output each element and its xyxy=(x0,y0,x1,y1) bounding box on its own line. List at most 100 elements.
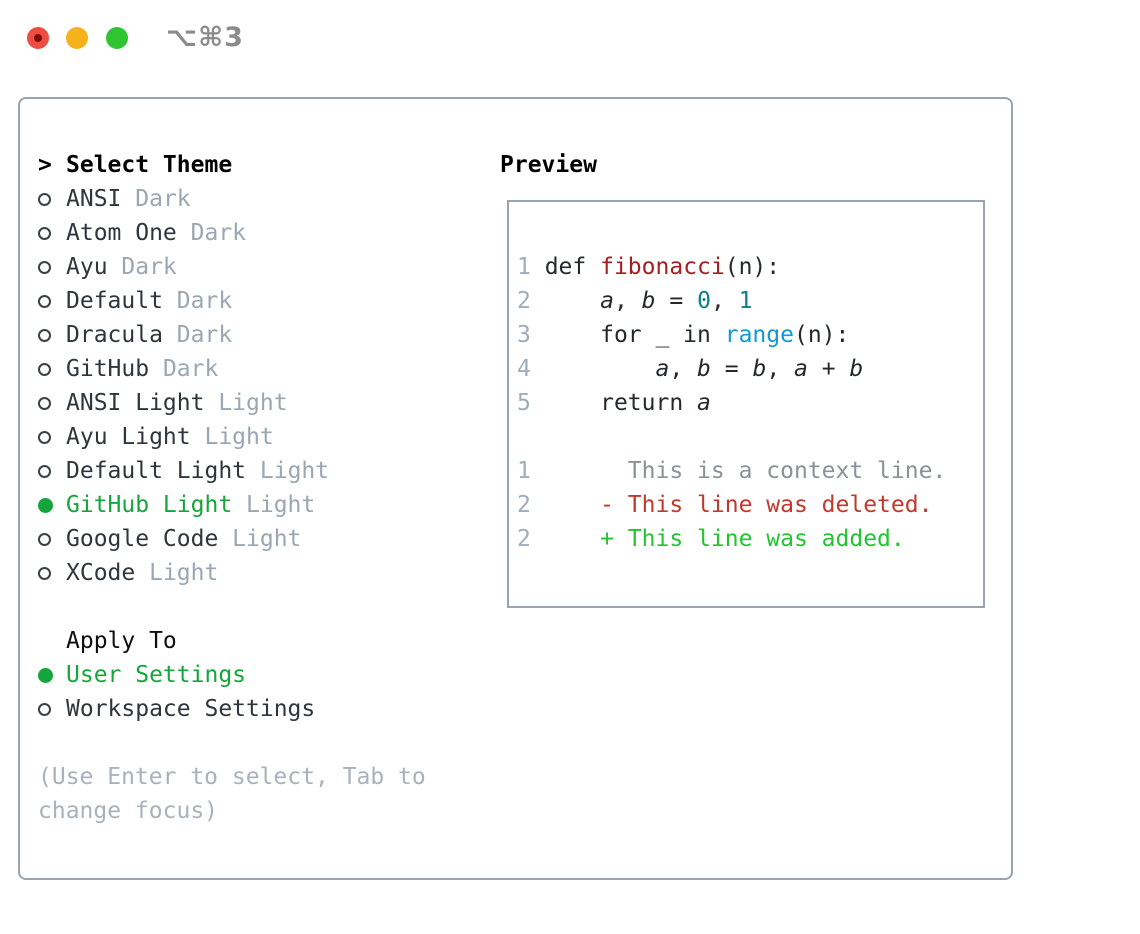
preview-line: 2 + This line was added. xyxy=(517,522,983,556)
theme-option-dracula[interactable]: Dracula Dark xyxy=(38,318,426,352)
theme-option-github-light[interactable]: GitHub Light Light xyxy=(38,488,426,522)
code-token-fg: = xyxy=(710,356,753,382)
help-line-2: change focus) xyxy=(38,798,219,824)
code-token-var: b xyxy=(641,288,656,314)
code-token-builtin: range xyxy=(724,322,794,348)
code-token-context: This is a context line. xyxy=(530,458,947,484)
code-token-fg xyxy=(531,492,600,518)
select-theme-header: > Select Theme xyxy=(38,148,426,182)
theme-option-default[interactable]: Default Dark xyxy=(38,284,426,318)
theme-variant: Dark xyxy=(135,186,191,212)
line-number: 5 xyxy=(517,390,531,416)
theme-option-xcode[interactable]: XCode Light xyxy=(38,556,426,590)
code-token-fg: return xyxy=(530,390,698,416)
theme-variant: Light xyxy=(246,492,316,518)
theme-variant: Light xyxy=(149,560,219,586)
radio-icon xyxy=(38,328,66,342)
radio-icon xyxy=(38,226,66,240)
line-number: 4 xyxy=(517,356,531,382)
preview-blank-line xyxy=(517,420,983,454)
code-token-fg xyxy=(531,356,656,382)
gap xyxy=(38,590,426,624)
theme-option-github[interactable]: GitHub Dark xyxy=(38,352,426,386)
theme-option-default-light[interactable]: Default Light Light xyxy=(38,454,426,488)
theme-variant: Light xyxy=(232,526,302,552)
code-token-fg: = xyxy=(655,288,698,314)
theme-name: Ayu xyxy=(66,254,122,280)
preview-line: 3 for _ in range(n): xyxy=(517,318,983,352)
code-token-var: b xyxy=(849,356,864,382)
preview-line: 5 return a xyxy=(517,386,983,420)
help-line-1: (Use Enter to select, Tab to xyxy=(38,764,426,790)
code-token-var: a xyxy=(655,356,670,382)
theme-variant: Light xyxy=(218,390,288,416)
theme-name: GitHub Light xyxy=(66,492,247,518)
theme-name: ANSI xyxy=(66,186,136,212)
apply-option-user-settings[interactable]: User Settings xyxy=(38,658,426,692)
theme-variant: Light xyxy=(259,458,330,484)
gap xyxy=(38,726,426,760)
preview-line: 4 a, b = b, a + b xyxy=(517,352,983,386)
theme-name: Atom One xyxy=(66,220,191,246)
code-token-num: 1 xyxy=(738,288,753,314)
titlebar: ⌥⌘3 xyxy=(0,0,1140,97)
theme-name: GitHub xyxy=(66,356,163,382)
apply-option-label: Workspace Settings xyxy=(66,696,316,722)
code-token-fg xyxy=(531,288,600,314)
close-button[interactable] xyxy=(27,27,49,49)
code-token-removed: - This line was deleted. xyxy=(600,492,933,518)
theme-option-ansi-light[interactable]: ANSI Light Light xyxy=(38,386,426,420)
theme-option-ansi[interactable]: ANSI Dark xyxy=(38,182,426,216)
code-token-fg: (n): xyxy=(724,254,781,280)
theme-option-atom-one[interactable]: Atom One Dark xyxy=(38,216,426,250)
code-token-fg: , xyxy=(766,356,795,382)
line-number: 3 xyxy=(517,322,531,348)
code-token-var: a xyxy=(600,288,614,314)
preview-line: 2 - This line was deleted. xyxy=(517,488,983,522)
radio-icon xyxy=(38,192,66,206)
radio-icon xyxy=(38,260,66,274)
prompt-marker: > xyxy=(38,152,66,178)
minimize-button[interactable] xyxy=(66,27,88,49)
theme-name: Default Light xyxy=(66,458,260,484)
apply-to-header: Apply To xyxy=(38,624,426,658)
theme-option-ayu-light[interactable]: Ayu Light Light xyxy=(38,420,426,454)
code-token-fg: def xyxy=(530,254,601,280)
line-number: 1 xyxy=(517,458,531,484)
theme-option-ayu[interactable]: Ayu Dark xyxy=(38,250,426,284)
preview-line: 1 This is a context line. xyxy=(517,454,983,488)
line-number: 2 xyxy=(517,526,531,552)
preview-title: Preview xyxy=(500,152,597,178)
code-token-fg: for _ in xyxy=(530,322,725,348)
theme-option-google-code[interactable]: Google Code Light xyxy=(38,522,426,556)
radio-icon xyxy=(38,430,66,444)
code-token-var: a xyxy=(697,390,711,416)
select-theme-label: Select Theme xyxy=(66,152,233,178)
theme-name: XCode xyxy=(66,560,150,586)
theme-name: Dracula xyxy=(66,322,177,348)
code-token-added: + This line was added. xyxy=(600,526,905,552)
theme-variant: Dark xyxy=(176,322,233,348)
code-token-fg: , xyxy=(710,288,739,314)
radio-icon xyxy=(38,702,66,716)
prompt-caret-icon: > xyxy=(38,152,52,178)
radio-selected-icon xyxy=(38,497,66,513)
code-token-func: fibonacci xyxy=(600,254,725,280)
theme-name: Google Code xyxy=(66,526,233,552)
apply-option-workspace-settings[interactable]: Workspace Settings xyxy=(38,692,426,726)
theme-variant: Dark xyxy=(121,254,177,280)
code-token-var: b xyxy=(752,356,767,382)
theme-variant: Light xyxy=(204,424,274,450)
zoom-button[interactable] xyxy=(106,27,128,49)
theme-name: Ayu Light xyxy=(66,424,205,450)
theme-variant: Dark xyxy=(176,288,233,314)
line-number: 1 xyxy=(517,254,531,280)
line-number: 2 xyxy=(517,492,531,518)
help-text: (Use Enter to select, Tab to change focu… xyxy=(38,760,426,828)
theme-variant: Dark xyxy=(162,356,219,382)
radio-icon xyxy=(38,362,66,376)
